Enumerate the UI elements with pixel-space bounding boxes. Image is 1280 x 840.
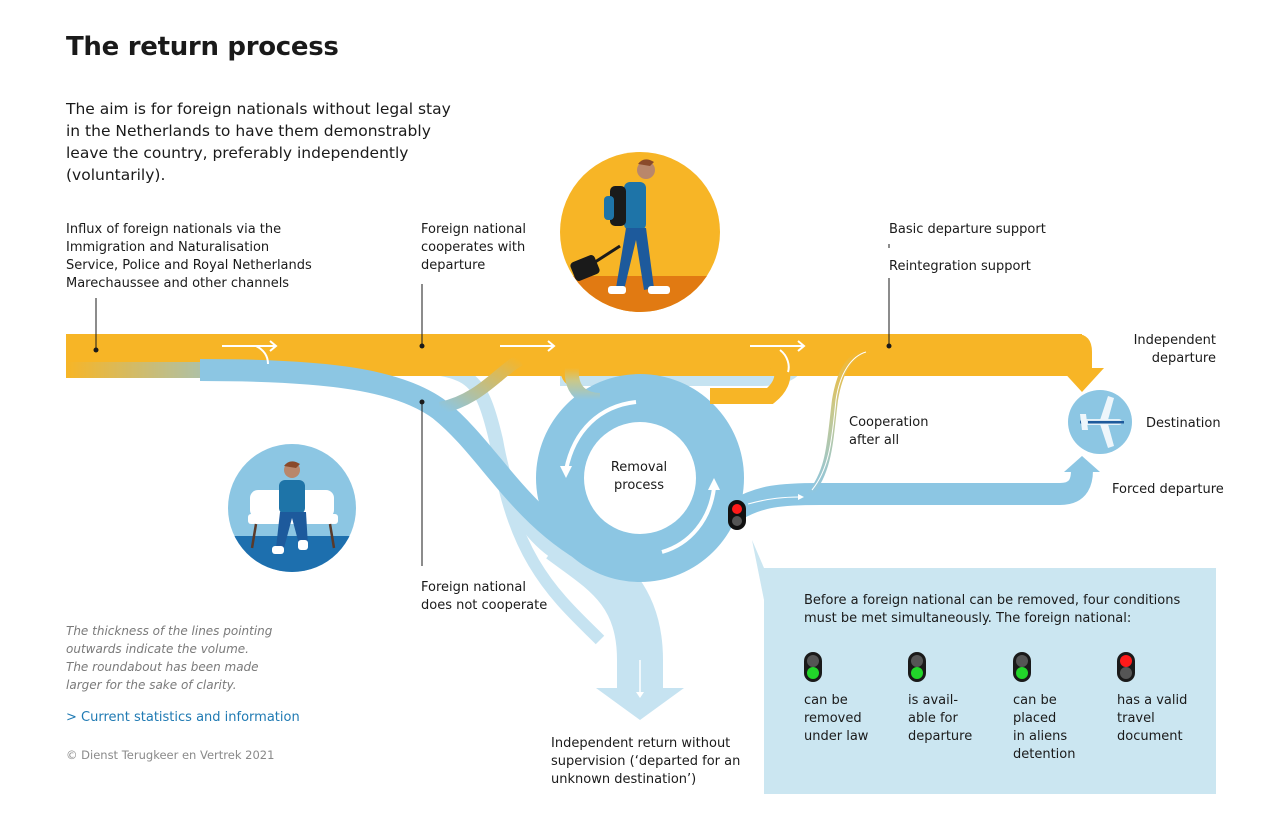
label-independent-return: Independent return without supervision (…: [551, 736, 741, 787]
cooperate-branch-flow: [438, 354, 523, 414]
condition-item: can be removed under law: [804, 652, 904, 746]
traffic-light-icon: [1117, 652, 1135, 682]
conditions-intro: Before a foreign national can be removed…: [804, 593, 1181, 626]
not-cooperate-flow: [199, 359, 606, 570]
page-title: The return process: [66, 32, 339, 62]
label-influx: Influx of foreign nationals via the Immi…: [66, 222, 312, 291]
footnote: The thickness of the lines pointing outw…: [66, 624, 273, 692]
person-sitting-on-bench-icon: [228, 444, 356, 572]
condition-text: can be placed in aliens detention: [1013, 693, 1076, 762]
label-reintegration-support: Reintegration support: [889, 259, 1031, 274]
label-cooperates: Foreign national cooperates with departu…: [421, 222, 526, 273]
forced-departure-arrow: [1064, 456, 1100, 472]
condition-item: can be placed in aliens detention: [1013, 652, 1113, 764]
leader-lines: [95, 244, 890, 566]
independent-departure-arrow: [1060, 368, 1104, 392]
roundabout-traffic-light-icon: [728, 500, 746, 530]
label-forced-departure: Forced departure: [1112, 482, 1224, 497]
label-cooperation-after-all: Cooperation after all: [849, 415, 929, 448]
label-basic-support: Basic departure support: [889, 222, 1046, 237]
condition-item: has a valid travel document: [1117, 652, 1217, 746]
forced-departure-flow: [730, 469, 1093, 520]
removal-conditions-panel: Before a foreign national can be removed…: [764, 568, 1216, 794]
condition-text: can be removed under law: [804, 693, 869, 744]
statistics-link[interactable]: > Current statistics and information: [66, 710, 300, 725]
copyright: © Dienst Terugkeer en Vertrek 2021: [66, 748, 275, 762]
person-walking-with-luggage-icon: [560, 152, 720, 312]
independent-return-arrow: [596, 688, 684, 720]
label-removal-process: Removal process: [610, 460, 668, 493]
condition-item: is avail- able for departure: [908, 652, 1008, 746]
airplane-icon: [1068, 390, 1132, 454]
condition-text: is avail- able for departure: [908, 693, 973, 744]
intro-text: The aim is for foreign nationals without…: [66, 100, 451, 184]
traffic-light-icon: [1013, 652, 1031, 682]
label-destination: Destination: [1146, 416, 1221, 431]
label-independent-departure: Independent departure: [1133, 333, 1216, 366]
label-not-cooperate: Foreign national does not cooperate: [421, 580, 548, 613]
traffic-light-icon: [908, 652, 926, 682]
traffic-light-icon: [804, 652, 822, 682]
flow-arrows: [222, 340, 806, 373]
condition-text: has a valid travel document: [1117, 693, 1188, 744]
